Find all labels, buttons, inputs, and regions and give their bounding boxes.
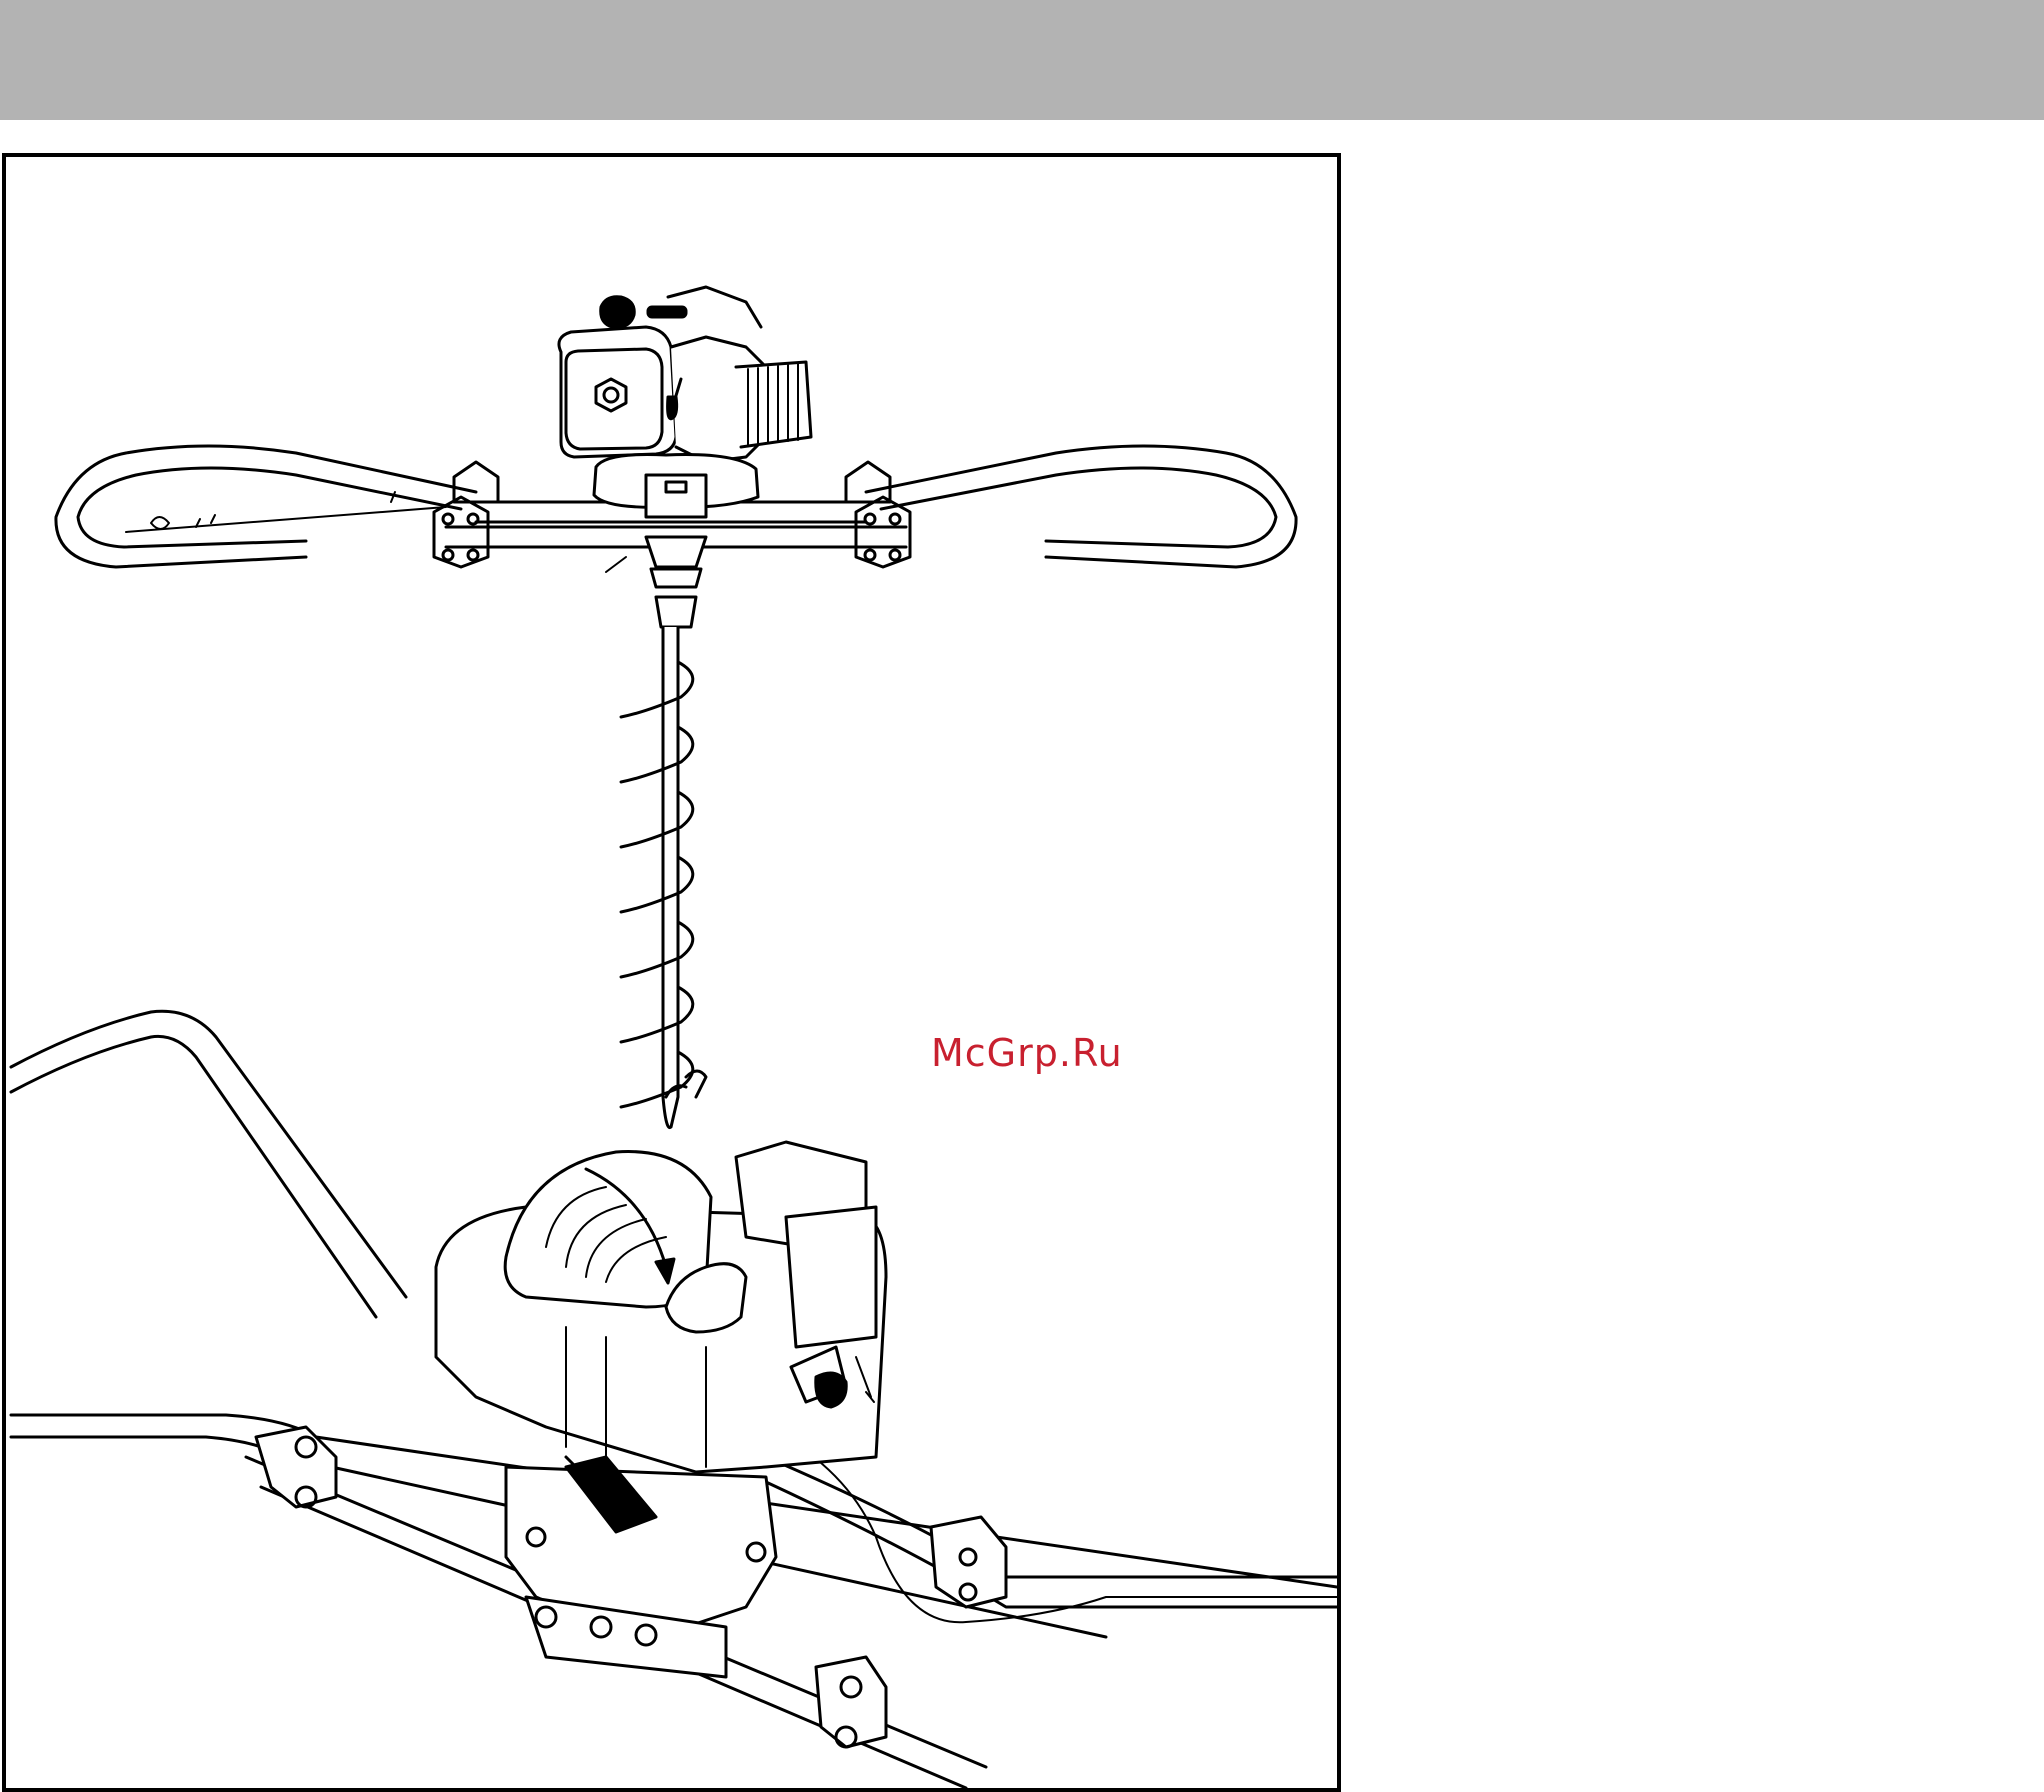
auger-illustration <box>6 157 1337 1788</box>
engine-detail-view <box>11 1011 1337 1788</box>
header-bar <box>0 0 2044 120</box>
auger-top-view <box>56 287 1296 1128</box>
figure-frame: McGrp.Ru <box>2 153 1341 1792</box>
watermark: McGrp.Ru <box>931 1031 1123 1075</box>
